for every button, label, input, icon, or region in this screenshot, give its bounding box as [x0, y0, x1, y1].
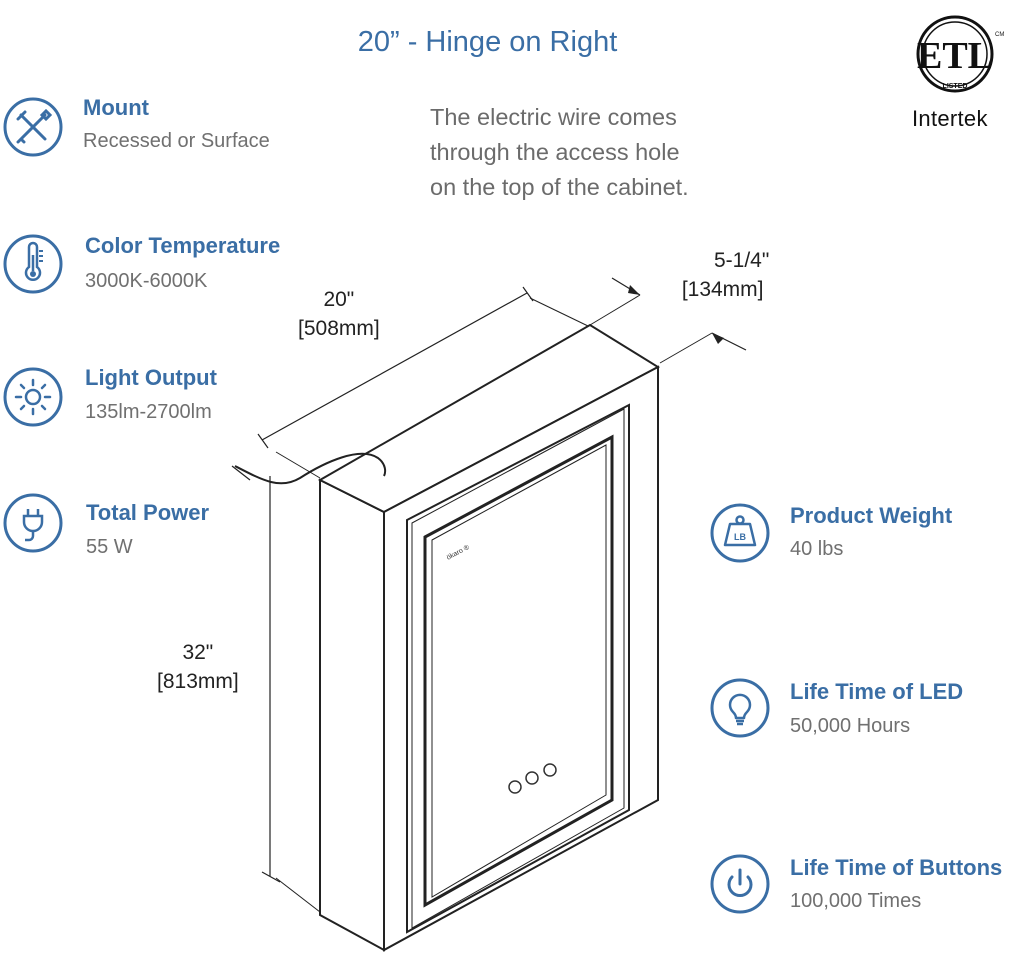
spec-value-product-weight: 40 lbs — [790, 538, 844, 560]
spec-label-total-power: Total Power — [86, 500, 210, 525]
sun-icon — [2, 366, 64, 428]
height-dimension-label: 32" [813mm] — [157, 638, 239, 696]
depth-metric: [134mm] — [681, 278, 764, 301]
spec-value-life-time-led: 50,000 Hours — [790, 715, 911, 737]
door-outline — [383, 366, 659, 951]
etl-listed-text: LISTED — [943, 83, 968, 90]
door-frame-inner — [411, 408, 625, 929]
touch-button-dimmer — [543, 763, 557, 777]
spec-value-color-temperature: 3000K-6000K — [85, 270, 208, 292]
weight-icon-text: LB — [734, 532, 746, 542]
page-title: 20” - Hinge on Right — [357, 26, 618, 58]
width-dimension-label: 20" [508mm] — [298, 285, 380, 343]
spec-label-light-output: Light Output — [85, 365, 217, 390]
wire-note: The electric wire comes through the acce… — [430, 100, 689, 205]
spec-value-mount: Recessed or Surface — [83, 130, 270, 152]
depth-dimension-label: 5-1/4" [134mm] — [676, 246, 770, 304]
touch-button-power — [508, 780, 522, 794]
etl-logo: ETL LISTED CM — [913, 10, 1008, 100]
note-line: on the top of the cabinet. — [430, 174, 689, 200]
spec-label-color-temperature: Color Temperature — [85, 233, 281, 258]
power-icon — [709, 853, 771, 915]
etl-cm-text: CM — [995, 32, 1004, 38]
touch-button-defog — [525, 771, 539, 785]
weight-icon: LB — [709, 502, 771, 564]
width-imperial: 20" — [323, 288, 355, 311]
cabinet-side-panel — [319, 478, 385, 952]
spec-value-life-time-buttons: 100,000 Times — [790, 890, 922, 912]
spec-label-life-time-buttons: Life Time of Buttons — [790, 855, 1003, 880]
plug-icon — [2, 492, 64, 554]
width-metric: [508mm] — [298, 317, 380, 340]
spec-value-total-power: 55 W — [86, 536, 133, 558]
bulb-icon — [709, 677, 771, 739]
door-frame-outer — [406, 403, 630, 934]
tools-icon — [2, 96, 64, 158]
led-strip — [423, 434, 614, 908]
etl-mark-text: ETL — [917, 35, 993, 77]
certification-lab: Intertek — [912, 106, 988, 131]
led-strip-inner — [431, 444, 607, 898]
height-metric: [813mm] — [157, 670, 239, 693]
width-dimension-line — [261, 292, 528, 441]
depth-imperial: 5-1/4" — [714, 249, 770, 272]
thermometer-icon — [2, 233, 64, 295]
spec-label-product-weight: Product Weight — [790, 503, 953, 528]
spec-value-light-output: 135lm-2700lm — [85, 401, 212, 423]
height-imperial: 32" — [182, 641, 214, 664]
spec-label-mount: Mount — [83, 95, 149, 120]
note-line: through the access hole — [430, 139, 680, 165]
spec-label-life-time-led: Life Time of LED — [790, 679, 964, 704]
note-line: The electric wire comes — [430, 104, 677, 130]
